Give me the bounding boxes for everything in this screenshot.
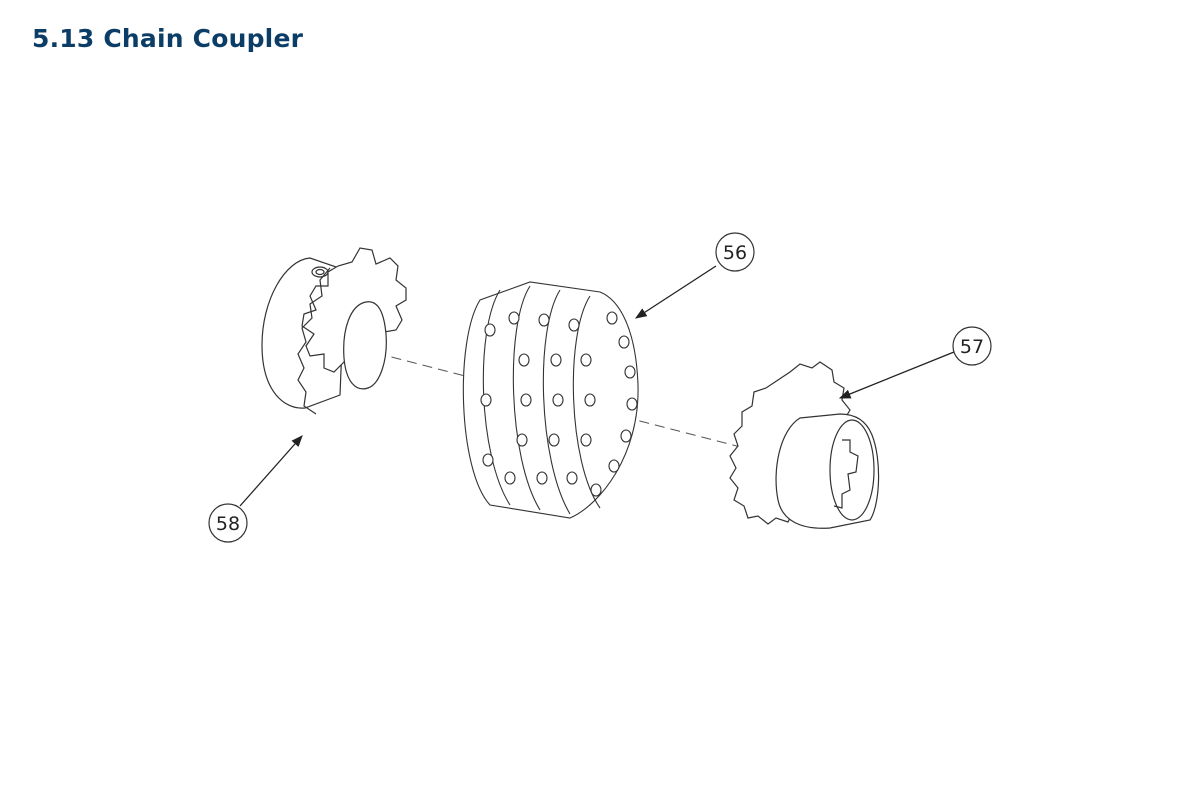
chain-part (462, 281, 639, 519)
callout-56: 56 (715, 232, 755, 272)
leader-line-57 (838, 351, 955, 399)
callout-number-56: 56 (723, 242, 747, 264)
callout-number-58: 58 (216, 513, 240, 535)
leader-line-58 (239, 435, 303, 507)
callout-57: 57 (952, 326, 992, 366)
page-title: 5.13 Chain Coupler (32, 24, 304, 53)
left-sprocket-part (261, 247, 407, 415)
right-sprocket-part (729, 361, 880, 529)
leader-line-56 (635, 265, 717, 319)
callout-58: 58 (208, 503, 248, 543)
callout-number-57: 57 (960, 336, 984, 358)
